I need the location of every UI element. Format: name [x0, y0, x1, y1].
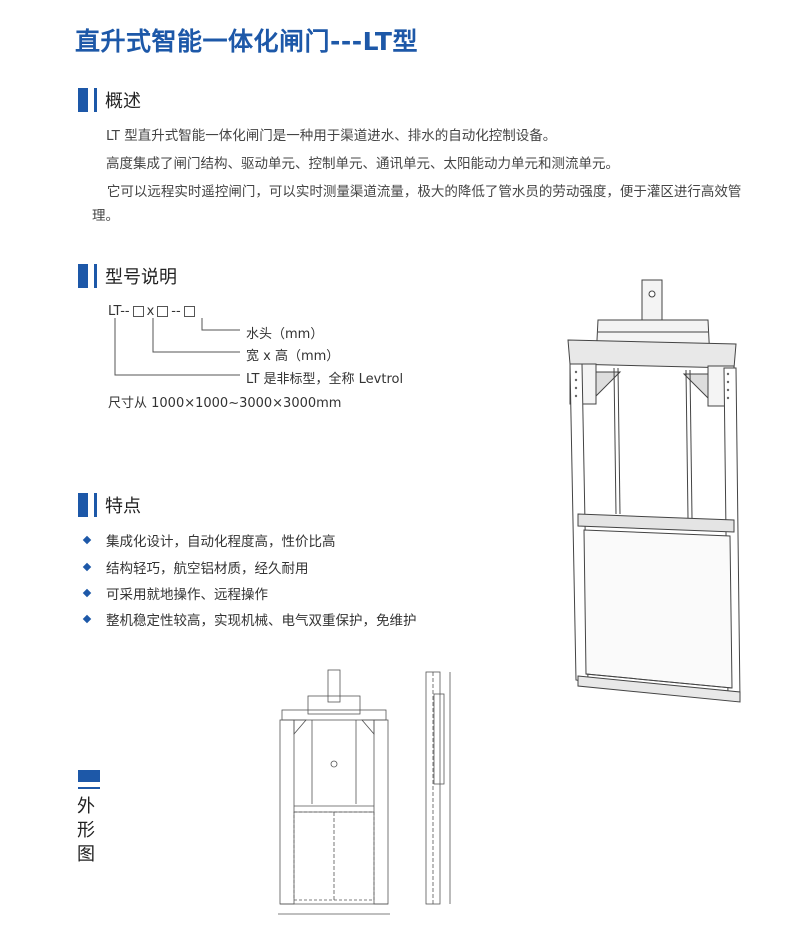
- overview-paragraph-3: 它可以远程实时遥控闸门，可以实时测量渠道流量，极大的降低了管水员的劳动强度，便于…: [92, 184, 742, 224]
- model-code-leader-lines: [114, 318, 240, 376]
- section-marker-line: [78, 787, 100, 789]
- diamond-bullet-icon: [82, 562, 92, 572]
- model-code-x: x: [146, 304, 155, 319]
- outline-label-char-2: 形: [77, 820, 95, 841]
- gate-outline-drawing: [278, 669, 451, 915]
- box-head-icon: [183, 306, 195, 317]
- model-code-prefix: LT--: [108, 304, 130, 319]
- section-header-model: 型号说明: [78, 264, 177, 288]
- diamond-bullet-icon: [82, 535, 92, 545]
- feature-text: 集成化设计，自动化程度高，性价比高: [106, 534, 336, 550]
- section-marker-icon: [78, 264, 88, 288]
- feature-text: 整机稳定性较高，实现机械、电气双重保护，免维护: [106, 613, 417, 629]
- model-code: LT-- x --: [108, 304, 198, 319]
- diamond-bullet-icon: [82, 588, 92, 598]
- feature-item: 结构轻巧，航空铝材质，经久耐用: [82, 557, 309, 577]
- section-marker-icon: [78, 770, 100, 782]
- section-marker-icon: [78, 88, 88, 112]
- section-marker-line: [94, 88, 97, 112]
- legend-head: 水头（mm）: [246, 327, 324, 342]
- section-label-overview: 概述: [105, 91, 141, 112]
- section-label-model: 型号说明: [105, 267, 177, 288]
- legend-lt-name: LT 是非标型，全称 Levtrol: [246, 372, 404, 387]
- gate-3d-illustration: [567, 279, 741, 703]
- section-marker-line: [94, 264, 97, 288]
- size-range: 尺寸从 1000×1000~3000×3000mm: [108, 396, 342, 411]
- section-header-overview: 概述: [78, 88, 141, 112]
- feature-text: 可采用就地操作、远程操作: [106, 587, 268, 603]
- overview-paragraph-1: LT 型直升式智能一体化闸门是一种用于渠道进水、排水的自动化控制设备。: [106, 128, 557, 144]
- box-height-icon: [157, 306, 169, 317]
- section-header-features: 特点: [78, 493, 141, 517]
- feature-text: 结构轻巧，航空铝材质，经久耐用: [106, 561, 309, 577]
- section-marker-icon: [78, 493, 88, 517]
- legend-width-height: 宽 x 高（mm）: [246, 349, 340, 364]
- feature-item: 整机稳定性较高，实现机械、电气双重保护，免维护: [82, 609, 417, 629]
- box-width-icon: [132, 306, 144, 317]
- page-title: 直升式智能一体化闸门---LT型: [75, 27, 418, 56]
- feature-item: 集成化设计，自动化程度高，性价比高: [82, 530, 336, 550]
- section-marker-line: [94, 493, 97, 517]
- outline-label-char-3: 图: [77, 844, 95, 865]
- overview-paragraph-2: 高度集成了闸门结构、驱动单元、控制单元、通讯单元、太阳能动力单元和测流单元。: [106, 156, 619, 172]
- model-code-dash: --: [171, 304, 181, 319]
- diamond-bullet-icon: [82, 614, 92, 624]
- outline-label-char-1: 外: [77, 796, 95, 817]
- section-label-features: 特点: [105, 496, 141, 517]
- feature-item: 可采用就地操作、远程操作: [82, 583, 268, 603]
